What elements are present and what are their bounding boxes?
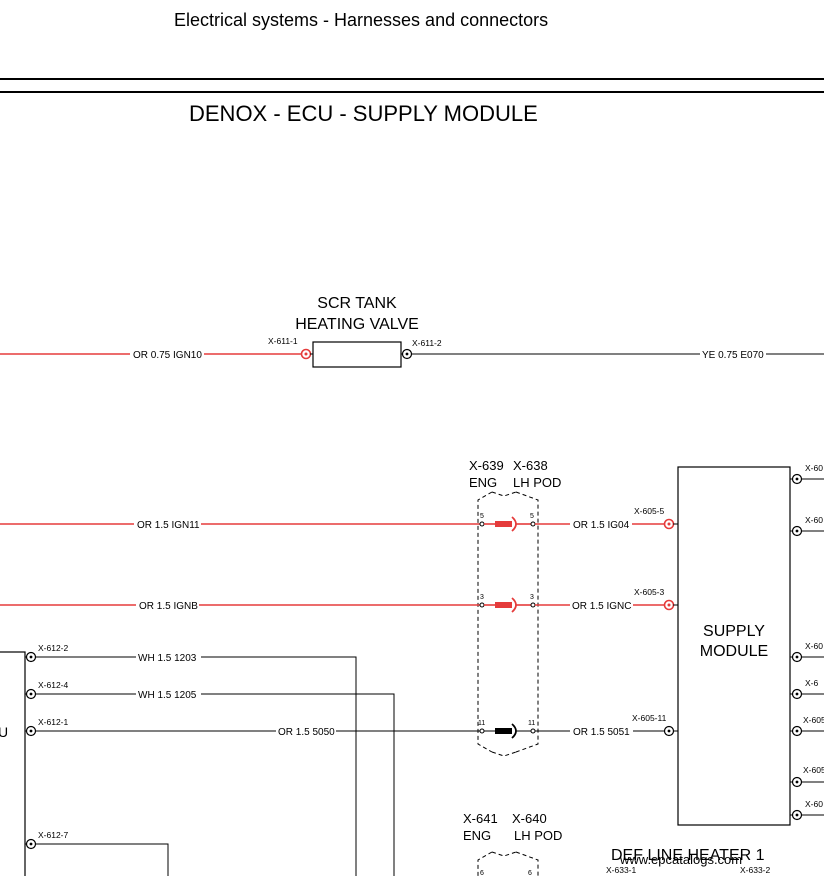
wire-label-1205: WH 1.5 1205	[138, 690, 197, 701]
pin-label-11a: 11	[478, 720, 485, 727]
terminal-pin-3	[495, 602, 512, 608]
page-header: Electrical systems - Harnesses and conne…	[174, 10, 549, 30]
pin-label-5a: 5	[480, 513, 484, 520]
pin-label-11b: 11	[528, 720, 535, 727]
label-x611-1: X-611-1	[268, 336, 298, 346]
label-right-pin-7: X-60	[805, 799, 823, 809]
supply-module-label-2: MODULE	[700, 643, 768, 660]
connector-x638-outline	[515, 491, 539, 753]
label-x638-sub: LH POD	[513, 475, 561, 490]
wire-label-ign11: OR 1.5 IGN11	[137, 520, 200, 531]
label-x639-sub: ENG	[469, 475, 497, 490]
label-x641: X-641	[463, 811, 498, 826]
label-right-pin-6: X-605	[803, 765, 824, 775]
label-right-pin-5: X-605	[803, 715, 824, 725]
label-right-pin-2: X-60	[805, 515, 823, 525]
def-line-heater-label: DEF LINE HEATER 1	[611, 847, 765, 864]
scr-heating-valve-box	[312, 341, 402, 368]
supply-module-label-1: SUPPLY	[703, 623, 765, 640]
wire-1203	[201, 656, 357, 876]
pin-label-5b: 5	[530, 513, 534, 520]
header-rule-top	[0, 78, 824, 80]
label-x605-3: X-605-3	[634, 587, 665, 597]
label-x640: X-640	[512, 811, 547, 826]
socket-pin-5	[511, 516, 517, 532]
terminal-pin-5	[495, 521, 512, 527]
wire-x612-7	[36, 843, 169, 876]
wire-label-ignb: OR 1.5 IGNB	[139, 601, 198, 612]
wire-label-ig04: OR 1.5 IG04	[573, 520, 630, 531]
connector-x641-outline	[477, 851, 493, 876]
label-right-pin-4: X-6	[805, 678, 819, 688]
pin-label-6a: 6	[480, 870, 484, 876]
label-x638: X-638	[513, 458, 548, 473]
diagram-title: DENOX - ECU - SUPPLY MODULE	[189, 101, 538, 126]
supply-module-box	[677, 466, 791, 826]
ecu-box	[0, 651, 26, 876]
ecu-label: U	[0, 724, 8, 740]
label-x611-2: X-611-2	[412, 338, 442, 348]
label-right-pin-1: X-60	[805, 463, 823, 473]
connector-x640-outline	[515, 851, 539, 876]
socket-pin-3	[511, 597, 517, 613]
label-x612-2: X-612-2	[38, 643, 69, 653]
wire-label-1203: WH 1.5 1203	[138, 653, 197, 664]
label-x612-4: X-612-4	[38, 680, 69, 690]
label-x605-11: X-605-11	[632, 713, 667, 723]
connector-x639-outline	[477, 491, 493, 753]
wire-1205	[201, 693, 395, 876]
wire-label-5051: OR 1.5 5051	[573, 727, 630, 738]
label-x641-sub: ENG	[463, 828, 491, 843]
label-x612-7: X-612-7	[38, 830, 69, 840]
scr-valve-label-1: SCR TANK	[317, 295, 397, 312]
wire-label-ignc: OR 1.5 IGNC	[572, 601, 631, 612]
wire-label-ign10: OR 0.75 IGN10	[133, 350, 202, 361]
header-rule-bottom	[0, 91, 824, 93]
pin-label-6b: 6	[528, 870, 532, 876]
label-x639: X-639	[469, 458, 504, 473]
watermark: www.epcatalogs.com	[619, 852, 742, 867]
socket-pin-11	[511, 723, 517, 739]
label-x640-sub: LH POD	[514, 828, 562, 843]
scr-valve-label-2: HEATING VALVE	[295, 316, 419, 333]
label-x605-5: X-605-5	[634, 506, 665, 516]
pin-x611-1-dot	[304, 352, 308, 356]
pin-label-3a: 3	[480, 594, 484, 601]
label-x633-2: X-633-2	[740, 865, 771, 875]
pin-label-3b: 3	[530, 594, 534, 601]
wire-label-5050: OR 1.5 5050	[278, 727, 335, 738]
terminal-pin-11	[495, 728, 512, 734]
label-x612-1: X-612-1	[38, 717, 69, 727]
label-x633-1: X-633-1	[606, 865, 637, 875]
wire-label-e070: YE 0.75 E070	[702, 350, 764, 361]
supply-module-right-pins	[790, 473, 824, 821]
label-right-pin-3: X-60	[805, 641, 823, 651]
